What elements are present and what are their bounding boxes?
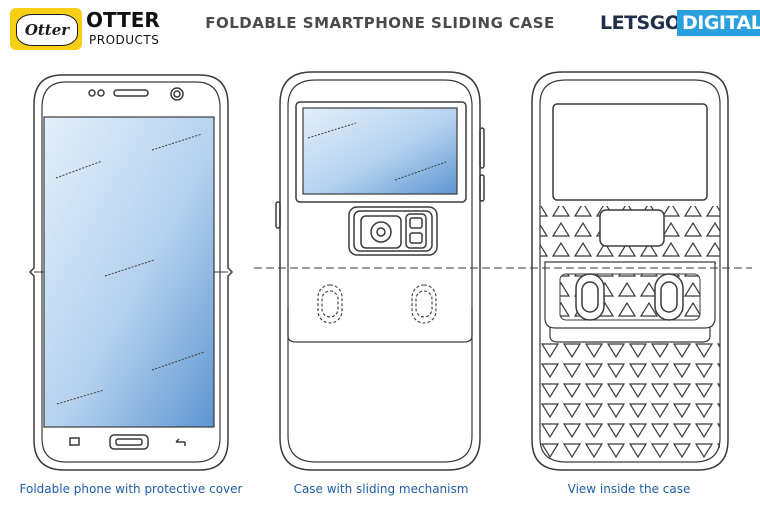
case-glare-lines	[307, 122, 447, 181]
otter-badge-text: Otter	[24, 21, 70, 39]
case-inside-view	[531, 71, 729, 471]
otter-badge: Otter	[10, 8, 82, 50]
otterbox-logo: Otter OTTER PRODUCTS	[10, 6, 170, 52]
screen-glare-lines	[55, 133, 205, 405]
letsgodigital-logo: LETSGO DIGITAL	[600, 10, 760, 38]
caption-sliding-mechanism: Case with sliding mechanism	[293, 482, 469, 496]
case-back-view	[275, 71, 485, 471]
otter-brand-name: OTTER	[86, 8, 160, 32]
digital-word: DIGITAL	[677, 10, 760, 36]
letsgo-word: LETSGO	[600, 12, 681, 34]
caption-foldable-phone: Foldable phone with protective cover	[19, 482, 243, 496]
phone-front-view	[28, 74, 234, 471]
page-title: FOLDABLE SMARTPHONE SLIDING CASE	[205, 14, 555, 32]
caption-inside-view: View inside the case	[567, 482, 691, 496]
otter-brand-sub: PRODUCTS	[89, 33, 160, 47]
